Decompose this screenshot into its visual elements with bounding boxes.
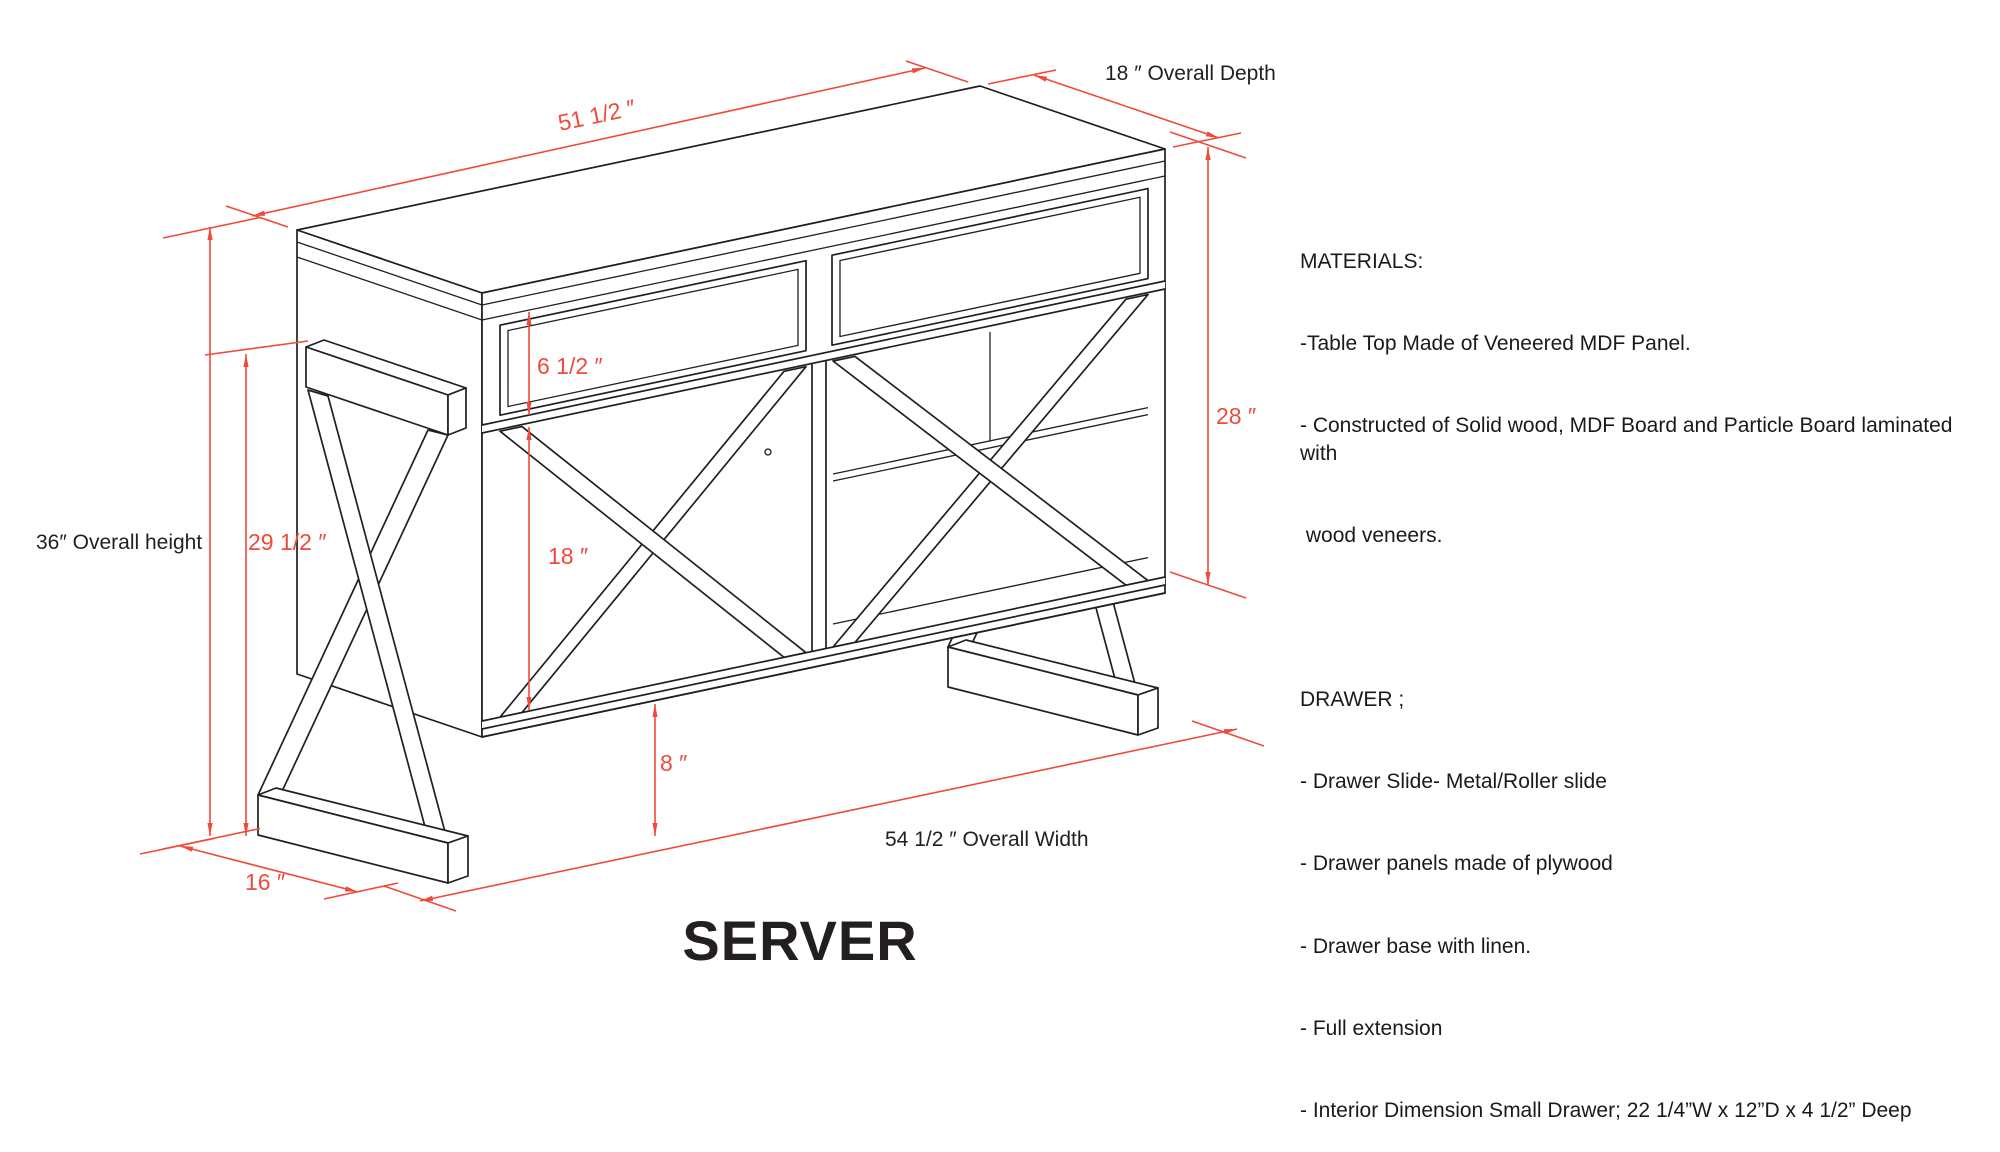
mid-rail bbox=[481, 280, 1166, 434]
materials-line: wood veneers. bbox=[1300, 523, 1443, 547]
drawer-line: - Drawer panels made of plywood bbox=[1300, 852, 1613, 876]
dim-front-height-label: 28 ″ bbox=[1216, 403, 1256, 429]
drawer-line: - Full extension bbox=[1300, 1016, 1443, 1040]
dimension-lines bbox=[139, 60, 1265, 912]
dim-door-height-label: 18 ″ bbox=[548, 543, 588, 569]
server-cabinet-drawing: 51 1/2 ″ 18 ″ Overall Depth 36″ Overall … bbox=[36, 60, 1276, 912]
dim-leg-height-label: 29 1/2 ″ bbox=[248, 529, 326, 555]
drawer-line: - Drawer Slide- Metal/Roller slide bbox=[1300, 770, 1607, 794]
cabinet-body bbox=[296, 85, 1166, 738]
dimension-labels: 51 1/2 ″ 18 ″ Overall Depth 36″ Overall … bbox=[36, 62, 1276, 895]
notes-spacer bbox=[1300, 604, 1960, 631]
dim-top-width-label: 51 1/2 ″ bbox=[556, 94, 638, 136]
dim-drawer-height-label: 6 1/2 ″ bbox=[537, 353, 603, 379]
dim-floor-clearance-label: 8 ″ bbox=[660, 750, 687, 776]
dim-overall-height-label: 36″ Overall height bbox=[36, 531, 202, 554]
dim-overall-width-label: 54 1/2 ″ Overall Width bbox=[885, 828, 1089, 851]
specification-notes: MATERIALS: -Table Top Made of Veneered M… bbox=[1300, 193, 1960, 1152]
drawing-title: SERVER bbox=[682, 909, 918, 972]
drawer-heading: DRAWER ; bbox=[1300, 687, 1405, 711]
materials-heading: MATERIALS: bbox=[1300, 249, 1424, 273]
open-shelf-interior bbox=[832, 331, 1149, 625]
dim-foot-depth-label: 16 ″ bbox=[245, 869, 285, 895]
drawer-line: - Interior Dimension Small Drawer; 22 1/… bbox=[1300, 1099, 1912, 1122]
bottom-rail bbox=[481, 576, 1166, 738]
technical-drawing-page: 51 1/2 ″ 18 ″ Overall Depth 36″ Overall … bbox=[36, 60, 1953, 1122]
door-knob bbox=[764, 448, 772, 456]
left-x-brace bbox=[499, 365, 807, 719]
dim-overall-depth-label: 18 ″ Overall Depth bbox=[1105, 62, 1276, 85]
drawer-fronts bbox=[499, 187, 1149, 417]
drawer-line: - Drawer base with linen. bbox=[1300, 934, 1532, 958]
materials-line: -Table Top Made of Veneered MDF Panel. bbox=[1300, 332, 1691, 356]
materials-line: - Constructed of Solid wood, MDF Board a… bbox=[1300, 414, 1959, 465]
center-stile bbox=[811, 359, 827, 653]
